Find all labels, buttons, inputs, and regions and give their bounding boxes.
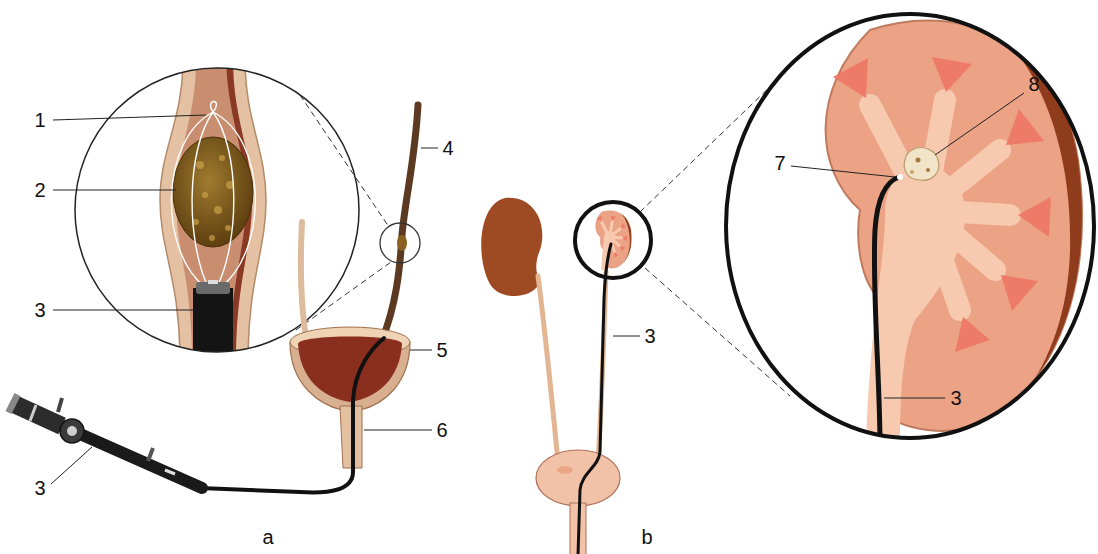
ureter-stone xyxy=(173,137,253,247)
bladder-b xyxy=(536,450,620,506)
panel-b xyxy=(481,14,1095,554)
zoom-circle-b xyxy=(575,202,651,278)
right-kidney-small xyxy=(596,211,634,270)
scope-cable xyxy=(200,338,384,492)
leader-line xyxy=(364,430,432,431)
scope-band xyxy=(165,470,175,474)
scope-knob xyxy=(60,419,84,443)
leader-lines-b xyxy=(791,93,1024,398)
callout-number: 3 xyxy=(34,478,45,498)
zoom-line xyxy=(300,95,389,227)
magnified-ureter xyxy=(75,60,359,368)
magnifier-circle xyxy=(75,68,359,352)
bladder-interior xyxy=(298,337,402,403)
scope-shaft xyxy=(193,288,233,368)
leader-line xyxy=(613,336,640,337)
laser-fiber xyxy=(874,177,899,445)
stone-grain xyxy=(926,168,930,172)
stone-grain xyxy=(209,235,215,241)
ureter-orifice xyxy=(557,466,573,474)
basket-wire xyxy=(192,112,213,287)
callout-number: 8 xyxy=(1028,74,1039,94)
scope-knob-center xyxy=(67,426,77,436)
stone-texture xyxy=(193,155,234,241)
callout-number: 3 xyxy=(950,388,961,408)
callout-number: 3 xyxy=(644,326,655,346)
eyepiece-ring xyxy=(30,405,36,421)
callout-number: 1 xyxy=(34,110,45,130)
leader-line xyxy=(791,166,895,177)
callout-number: 2 xyxy=(34,180,45,200)
basket-wire xyxy=(171,112,213,287)
magnifier-circle-b xyxy=(726,14,1094,438)
left-ureter xyxy=(301,222,306,338)
scope-channel xyxy=(208,280,218,284)
callout-number: 3 xyxy=(34,300,45,320)
callout-number: 5 xyxy=(436,340,447,360)
stone-grain xyxy=(214,206,222,214)
leader-line xyxy=(51,447,92,484)
scope-port xyxy=(58,398,62,412)
stone-grain xyxy=(196,161,204,169)
stone-grain xyxy=(910,170,914,174)
left-kidney xyxy=(481,198,542,296)
callout-number: 6 xyxy=(436,420,447,440)
kidney-stone xyxy=(904,148,939,181)
leader-lines-a xyxy=(51,115,438,484)
stone-grain xyxy=(225,225,231,231)
scope-eyepiece xyxy=(14,404,62,426)
scope-port xyxy=(148,448,153,461)
leader-line xyxy=(884,398,945,399)
callout-number: 7 xyxy=(774,153,785,173)
zoom-circle xyxy=(380,223,420,263)
panel-letter: b xyxy=(641,527,652,547)
eyepiece-cup xyxy=(10,402,16,405)
magnified-kidney xyxy=(726,14,1095,445)
zoom-lines-a xyxy=(296,95,391,330)
leader-line xyxy=(53,310,194,311)
kidney-section xyxy=(826,20,1095,445)
leader-line xyxy=(53,190,176,191)
stone-basket xyxy=(171,102,255,288)
zoom-line xyxy=(296,262,391,330)
stone-grain xyxy=(193,219,199,225)
ureter-stone-small xyxy=(397,235,407,251)
leader-line xyxy=(53,115,206,120)
stone-grain xyxy=(202,192,208,198)
fiber-tip xyxy=(897,174,903,180)
panel-a xyxy=(10,60,438,492)
stone-grain xyxy=(916,158,921,163)
leader-line xyxy=(421,148,438,149)
basket-wire xyxy=(213,112,255,287)
callout-number: 4 xyxy=(442,138,453,158)
scope-line-b xyxy=(578,244,611,554)
basket-tip xyxy=(211,102,217,113)
stone-grain xyxy=(219,155,225,161)
leader-line xyxy=(935,93,1024,155)
panel-letter: a xyxy=(262,527,273,547)
basket-wire xyxy=(213,112,234,287)
left-ureter-b xyxy=(538,276,558,462)
